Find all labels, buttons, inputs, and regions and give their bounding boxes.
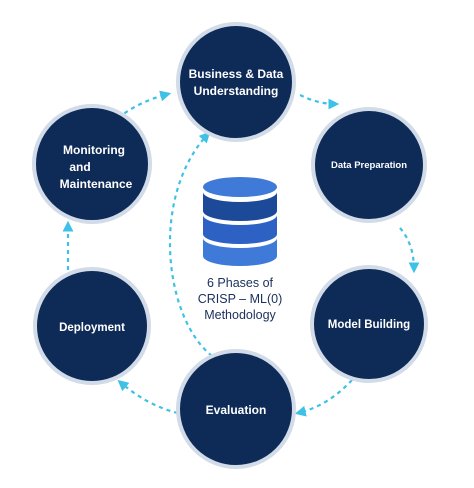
- phase-business-understanding: Business & Data Understanding: [176, 22, 296, 142]
- phase-evaluation: Evaluation: [176, 349, 296, 469]
- arrow-model-to-evaluation: [294, 379, 353, 417]
- center-caption-line-3: Methodology: [204, 308, 276, 322]
- phase-label-line-1: Model Building: [328, 319, 410, 331]
- phase-circle: [33, 267, 151, 385]
- phase-label-line-2: Understanding: [194, 84, 279, 98]
- arrow-business-to-data-prep: [299, 94, 340, 110]
- database-top-cap: [203, 177, 277, 197]
- phase-label-line-1: Business & Data: [189, 67, 284, 81]
- database-layer-2: [203, 215, 277, 244]
- database-icon: [203, 177, 277, 266]
- phase-label-line-3: Maintenance: [60, 177, 133, 191]
- center-caption-line-2: CRISP – ML(0): [198, 292, 283, 306]
- arrow-monitoring-to-business: [117, 90, 172, 119]
- arrow-data-prep-to-model: [399, 227, 420, 274]
- center-caption: 6 Phases of CRISP – ML(0) Methodology: [198, 276, 283, 322]
- phase-circle: [311, 107, 427, 223]
- phase-circle: [32, 104, 152, 224]
- cycle-arrows: [62, 90, 420, 417]
- database-layer-1: [203, 192, 277, 221]
- phase-data-preparation: Data Preparation: [311, 107, 427, 223]
- phase-label-line-1: Data Preparation: [331, 160, 407, 171]
- phase-circle: [176, 22, 296, 142]
- arrow-evaluation-to-business: [168, 131, 213, 357]
- phase-deployment: Deployment: [33, 267, 151, 385]
- phase-circle: [176, 349, 296, 469]
- phase-label-line-1: Deployment: [59, 322, 125, 334]
- arrow-evaluation-to-deployment: [117, 379, 179, 415]
- phase-label-line-1: Monitoring: [63, 143, 125, 157]
- database-layer-3: [203, 238, 277, 266]
- phase-label-line-1: Evaluation: [206, 403, 267, 417]
- phase-model-building: Model Building: [310, 265, 428, 383]
- phase-circle: [310, 265, 428, 383]
- phase-monitoring-maintenance: Monitoring and Maintenance: [32, 104, 152, 224]
- phase-label-line-2: and: [69, 160, 90, 174]
- center-caption-line-1: 6 Phases of: [207, 276, 274, 290]
